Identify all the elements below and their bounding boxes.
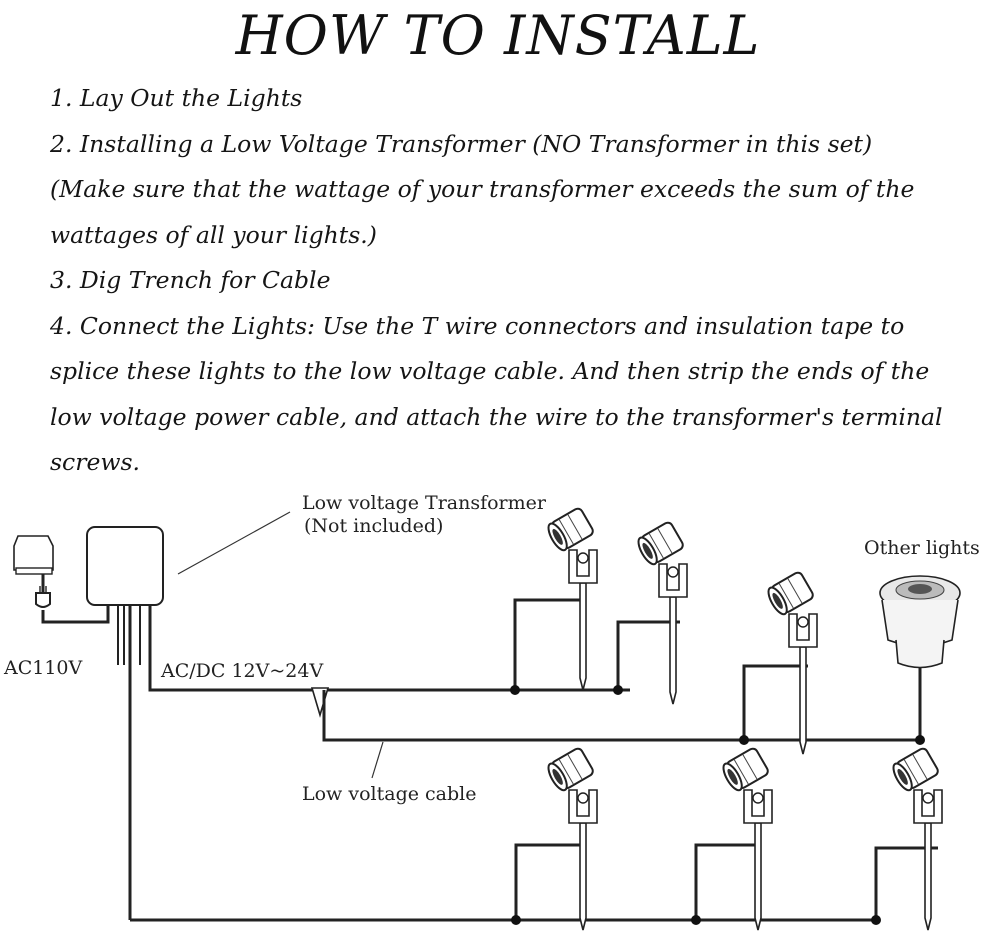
transformer-label: Low voltage Transformer bbox=[302, 492, 547, 514]
step-3: 3. Dig Trench for Cable bbox=[50, 266, 331, 294]
spike-light-icon bbox=[718, 745, 773, 931]
step-4-cont-c: screws. bbox=[50, 448, 141, 476]
acdc-voltage-label: AC/DC 12V~24V bbox=[160, 660, 323, 682]
step-2: 2. Installing a Low Voltage Transformer … bbox=[50, 129, 873, 158]
cable-label: Low voltage cable bbox=[302, 783, 476, 805]
page-title: HOW TO INSTALL bbox=[235, 4, 761, 67]
spike-light-icon bbox=[543, 505, 598, 691]
step-1: 1. Lay Out the Lights bbox=[50, 84, 303, 112]
step-2-note-b: wattages of all your lights.) bbox=[50, 220, 377, 249]
spike-light-icon bbox=[888, 745, 943, 931]
step-4-cont-a: splice these lights to the low voltage c… bbox=[50, 357, 930, 385]
transformer-not-included-label: (Not included) bbox=[304, 515, 443, 537]
other-lights-label: Other lights bbox=[864, 537, 980, 559]
inground-light-icon bbox=[879, 575, 961, 676]
step-4: 4. Connect the Lights: Use the T wire co… bbox=[50, 311, 905, 340]
wall-plug-icon bbox=[13, 535, 110, 624]
spike-light-icon bbox=[633, 519, 688, 705]
step-4-cont-b: low voltage power cable, and attach the … bbox=[50, 402, 943, 431]
step-2-note-a: (Make sure that the wattage of your tran… bbox=[50, 175, 915, 203]
instruction-steps: 1. Lay Out the Lights 2. Installing a Lo… bbox=[50, 76, 990, 486]
spike-light-icon bbox=[543, 745, 598, 931]
transformer-icon bbox=[86, 526, 320, 920]
ac-voltage-label: AC110V bbox=[3, 657, 83, 679]
spike-light-icon bbox=[763, 569, 818, 755]
